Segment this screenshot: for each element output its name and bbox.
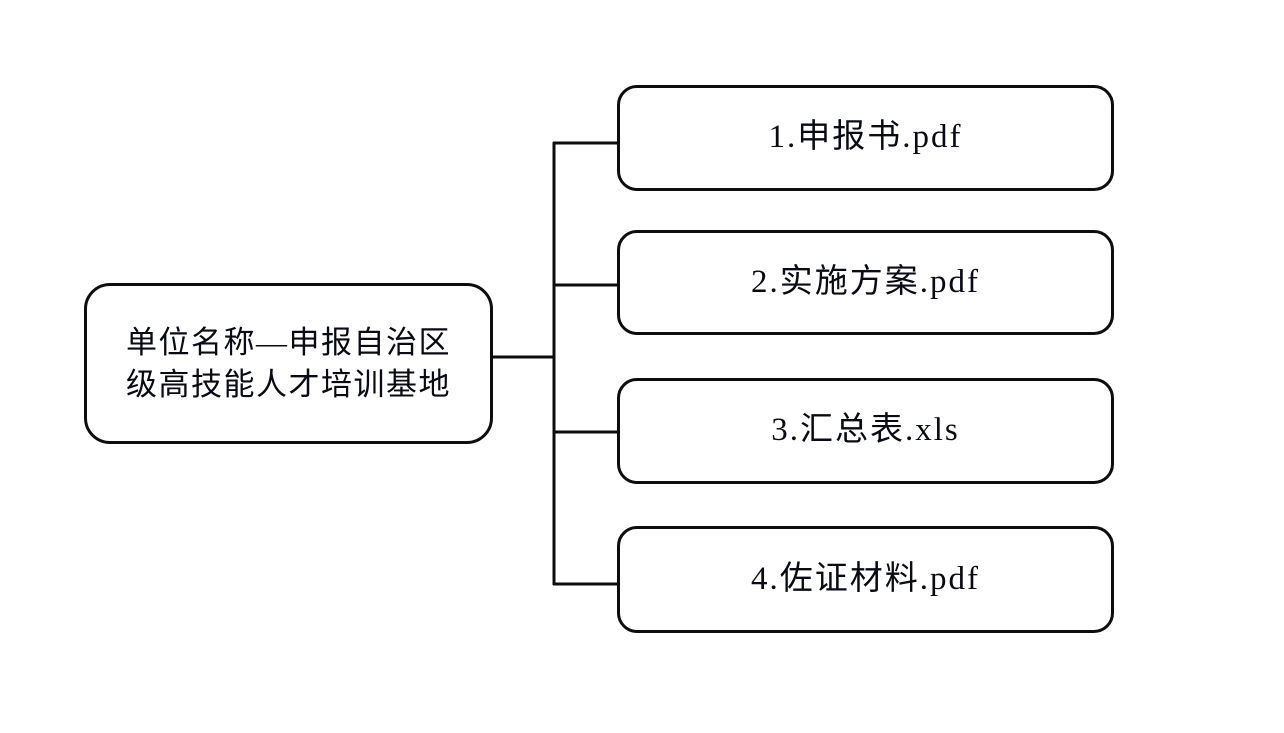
child-node-application-form[interactable]: 1.申报书.pdf [617,85,1114,191]
child-node-label: 1.申报书.pdf [768,119,963,156]
child-node-label: 4.佐证材料.pdf [751,560,980,597]
child-node-label: 2.实施方案.pdf [751,263,980,300]
root-node[interactable]: 单位名称—申报自治区 级高技能人才培训基地 [84,283,493,444]
child-node-label: 3.汇总表.xls [771,412,960,449]
child-node-supporting-materials[interactable]: 4.佐证材料.pdf [617,526,1114,633]
root-node-label: 单位名称—申报自治区 级高技能人才培训基地 [126,324,451,402]
child-node-summary-table[interactable]: 3.汇总表.xls [617,378,1114,484]
child-node-implementation-plan[interactable]: 2.实施方案.pdf [617,230,1114,335]
